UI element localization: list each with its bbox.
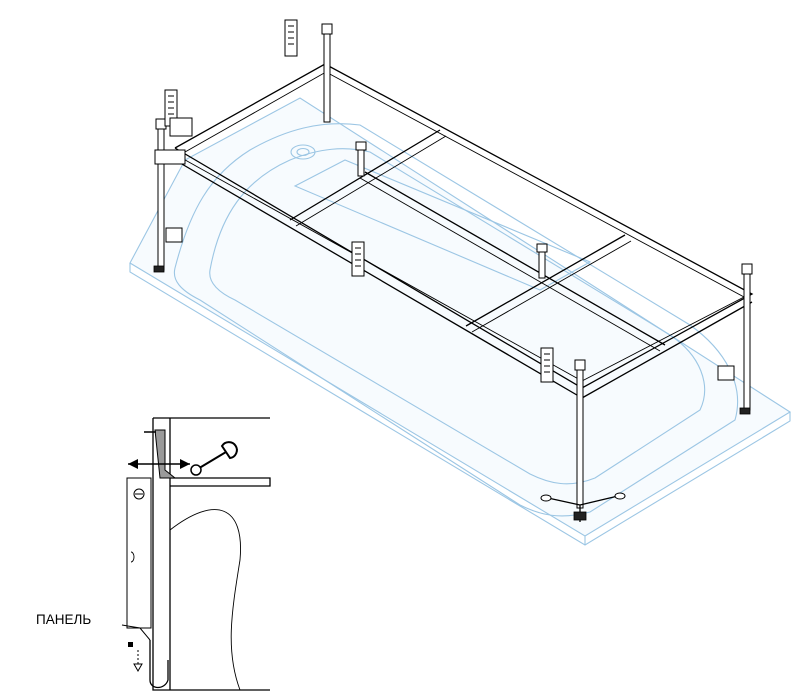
leg-back-left	[323, 27, 331, 123]
adjust-arrows-icon	[128, 459, 190, 469]
bathtub-step	[293, 159, 592, 291]
down-arrow-icon	[128, 642, 143, 673]
bracket-front-right	[540, 347, 554, 383]
frame-legs	[153, 23, 753, 522]
cross-member-1	[289, 129, 441, 221]
bracket-center	[351, 241, 365, 277]
frame-perimeter-outer	[174, 63, 754, 389]
wrench-icon	[195, 441, 238, 471]
inset-panel-foot	[149, 640, 169, 689]
panel-detail-inset: ПАНЕЛЬ	[36, 417, 271, 691]
leg-center-back	[357, 147, 365, 177]
leg-front-right	[576, 365, 584, 509]
leg-center-front	[538, 249, 546, 279]
inset-clip	[154, 429, 177, 479]
panel-leader-line	[121, 624, 151, 641]
inset-tub-wall	[152, 418, 270, 691]
drain-icon	[290, 144, 316, 160]
support-frame	[153, 19, 754, 522]
bathtub-basin	[173, 123, 739, 517]
leg-back-right	[743, 269, 751, 411]
bathtub-outline	[129, 97, 792, 546]
bathtub-basin-inner	[209, 148, 706, 485]
cross-member-2	[465, 234, 626, 327]
inset-panel	[126, 477, 152, 629]
mounting-brackets	[154, 19, 735, 383]
panel-label: ПАНЕЛЬ	[36, 612, 91, 627]
leg-front-left	[157, 124, 165, 271]
inset-basin-curve	[169, 509, 241, 691]
center-beam	[364, 171, 666, 346]
